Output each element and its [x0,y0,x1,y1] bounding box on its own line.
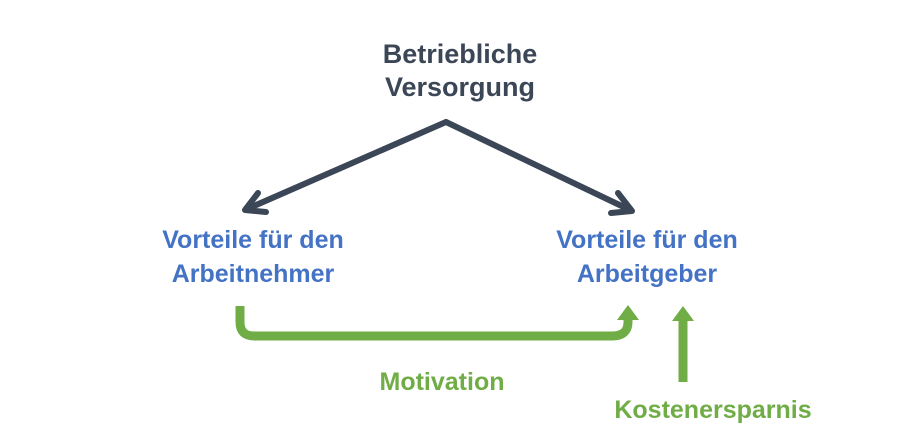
arbeitnehmer-line1: Vorteile für den [162,226,344,254]
title: Betriebliche Versorgung [383,38,538,104]
title-line2: Versorgung [384,72,536,102]
arbeitgeber-line1: Vorteile für den [556,226,738,254]
arrow-to-arbeitgeber [443,119,635,216]
arbeitgeber-line2: Arbeitgeber [576,260,718,288]
arbeitnehmer-line2: Arbeitnehmer [171,260,335,288]
arbeitgeber-label: Vorteile für den Arbeitgeber [556,223,738,291]
motivation-arrowhead [617,305,639,320]
arbeitnehmer-label: Vorteile für den Arbeitnehmer [162,223,344,291]
title-line1: Betriebliche [382,39,538,69]
arrow-to-arbeitnehmer [242,119,449,215]
motivation-label: Motivation [379,368,505,396]
kosten-arrowhead [672,306,694,321]
kostenersparnis-label: Kostenersparnis [614,396,812,424]
motivation-arrow [235,306,633,341]
